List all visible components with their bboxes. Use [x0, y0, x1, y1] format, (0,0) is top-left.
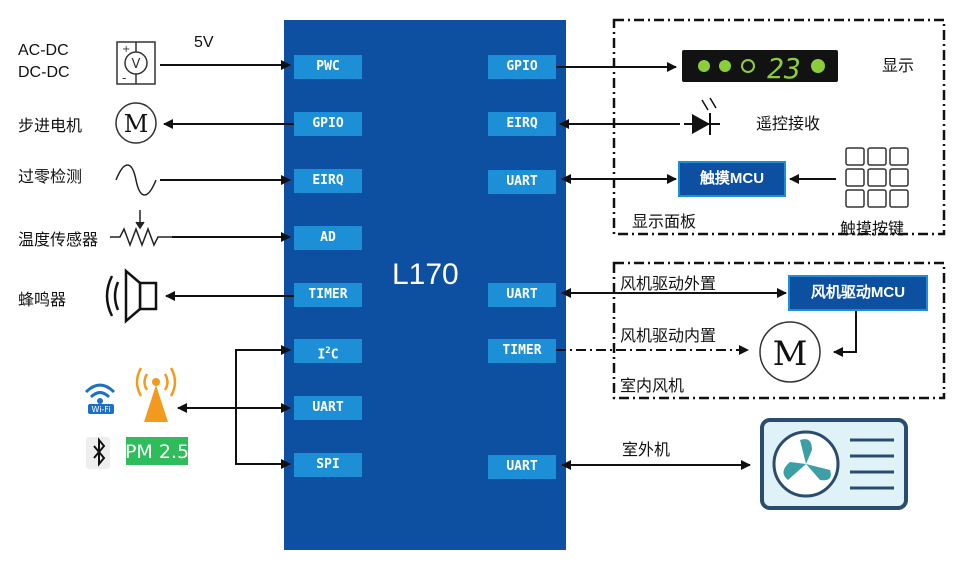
- fan-motor-letter: M: [773, 334, 808, 374]
- power-label-dc-dc: DC-DC: [18, 64, 70, 81]
- fan-external-label: 风机驱动外置: [620, 276, 717, 293]
- antenna-icon: [135, 367, 177, 422]
- display-digits: 23: [767, 52, 801, 85]
- fan-internal-label: 风机驱动内置: [620, 328, 717, 345]
- power-label-ac-dc: AC-DC: [18, 42, 69, 59]
- left-port-pwc: PWC: [294, 55, 362, 79]
- outdoor-unit-icon: [760, 418, 908, 510]
- right-port-timer: TIMER: [488, 339, 556, 363]
- sine-wave-icon: [115, 164, 157, 196]
- left-port-i2c: I2C: [294, 339, 362, 363]
- zero-cross-label: 过零检测: [18, 169, 83, 186]
- svg-text:Wi-Fi: Wi-Fi: [91, 405, 110, 414]
- motor-icon: M: [115, 102, 157, 144]
- left-port-gpio: GPIO: [294, 112, 362, 136]
- power-voltage-label: 5V: [194, 34, 214, 51]
- right-port-eirq: EIRQ: [488, 112, 556, 136]
- i2c-tail: C: [330, 347, 339, 363]
- left-port-ad: AD: [294, 226, 362, 250]
- outdoor-label: 室外机: [622, 442, 671, 459]
- buzzer-label: 蜂鸣器: [18, 292, 67, 309]
- right-port-uart-outdoor: UART: [488, 455, 556, 479]
- bluetooth-icon: [86, 437, 110, 469]
- pm-label: PM 2.5: [125, 441, 189, 463]
- chip-title: L170: [392, 258, 459, 291]
- right-port-uart-touch: UART: [488, 170, 556, 194]
- display-label: 显示: [882, 58, 915, 75]
- i2c-base: I: [317, 347, 326, 363]
- ir-receiver-icon: [684, 97, 720, 135]
- stepper-label: 步进电机: [18, 118, 83, 135]
- fan-mcu-box: 风机驱动MCU: [788, 275, 928, 311]
- fan-group-box: [612, 261, 946, 400]
- temp-sensor-label: 温度传感器: [18, 232, 99, 249]
- indoor-fan-motor-icon: M: [759, 321, 821, 383]
- speaker-icon: [105, 268, 158, 324]
- left-port-eirq: EIRQ: [294, 169, 362, 193]
- touch-mcu-box: 触摸MCU: [678, 161, 786, 197]
- left-port-uart: UART: [294, 396, 362, 420]
- wifi-icon: Wi-Fi: [84, 383, 116, 414]
- svg-text:+: +: [122, 44, 130, 55]
- display-panel-title: 显示面板: [632, 214, 697, 231]
- right-port-gpio: GPIO: [488, 55, 556, 79]
- thermistor-icon: [110, 210, 172, 248]
- motor-letter: M: [124, 110, 149, 138]
- remote-label: 遥控接收: [756, 116, 821, 133]
- voltage-source-icon: V + -: [116, 41, 156, 85]
- left-port-spi: SPI: [294, 453, 362, 477]
- svg-text:-: -: [122, 71, 126, 85]
- touch-keys-label: 触摸按键: [840, 221, 905, 238]
- i2c-sup: 2: [325, 346, 331, 356]
- display-panel-box: [612, 18, 946, 236]
- pm-badge: [126, 437, 188, 465]
- fan-mcu-to-motor: [833, 310, 857, 357]
- right-port-uart-fan: UART: [488, 283, 556, 307]
- segment-display-icon: 23: [682, 50, 838, 85]
- fan-group-title: 室内风机: [620, 378, 685, 395]
- svg-text:V: V: [132, 57, 141, 72]
- keypad-icon: [845, 147, 909, 208]
- left-port-timer: TIMER: [294, 283, 362, 307]
